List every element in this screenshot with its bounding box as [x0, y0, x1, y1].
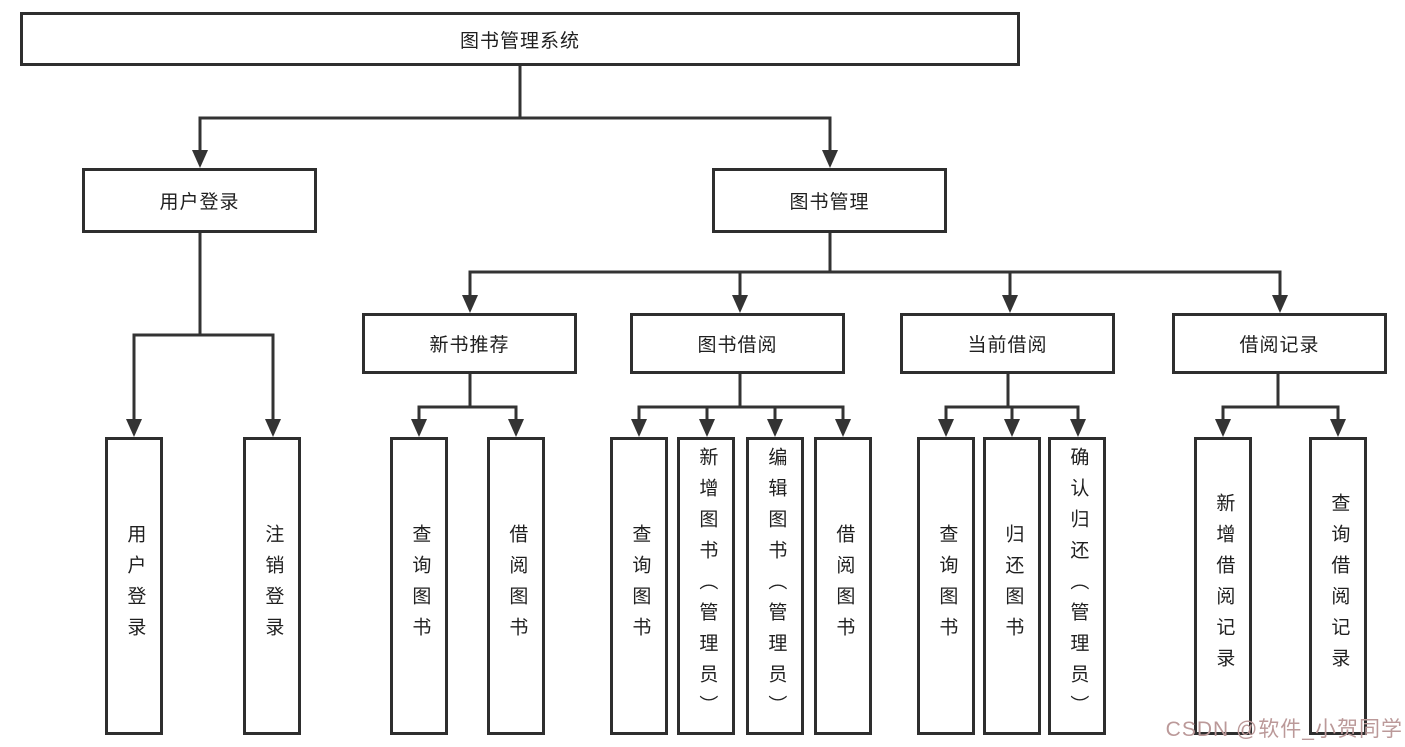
leaf-query-books-borrow: 查询图书: [610, 437, 668, 735]
node-current-borrow: 当前借阅: [900, 313, 1115, 374]
node-label: 当前借阅: [967, 335, 1048, 356]
connector-user-login-to-leaves: [126, 233, 281, 437]
node-new-book-recommend: 新书推荐: [362, 313, 577, 374]
node-label: 图书借阅: [697, 335, 778, 356]
node-label: 借阅图书: [506, 524, 528, 648]
leaf-borrow-books-recommend: 借阅图书: [487, 437, 545, 735]
node-book-management: 图书管理: [712, 168, 947, 233]
node-label: 新增借阅记录: [1213, 493, 1235, 679]
connector-borrow-records-to-leaves: [1215, 374, 1346, 437]
node-label: 查询图书: [409, 524, 431, 648]
leaf-edit-books-admin: 编辑图书（管理员）: [746, 437, 804, 735]
node-label: 确认归还（管理员）: [1067, 446, 1089, 726]
leaf-logout: 注销登录: [243, 437, 301, 735]
leaf-query-books-recommend: 查询图书: [390, 437, 448, 735]
node-borrow-records: 借阅记录: [1172, 313, 1387, 374]
node-root-system: 图书管理系统: [20, 12, 1020, 66]
connector-root-to-level2: [192, 66, 838, 168]
node-label: 查询图书: [936, 524, 958, 648]
node-label: 新书推荐: [429, 335, 510, 356]
leaf-query-borrow-record: 查询借阅记录: [1309, 437, 1367, 735]
node-user-login: 用户登录: [82, 168, 317, 233]
node-label: 图书管理系统: [459, 30, 580, 52]
leaf-query-books-current: 查询图书: [917, 437, 975, 735]
node-label: 借阅图书: [833, 524, 855, 648]
csdn-watermark: CSDN @软件_小贺同学: [1165, 718, 1403, 741]
node-label: 查询借阅记录: [1328, 493, 1350, 679]
leaf-add-books-admin: 新增图书（管理员）: [677, 437, 735, 735]
connector-current-borrow-to-leaves: [938, 374, 1086, 437]
leaf-return-books: 归还图书: [983, 437, 1041, 735]
node-label: 注销登录: [262, 524, 284, 648]
node-label: 用户登录: [159, 192, 240, 213]
leaf-user-login: 用户登录: [105, 437, 163, 735]
leaf-confirm-return-admin: 确认归还（管理员）: [1048, 437, 1106, 735]
node-book-borrow: 图书借阅: [630, 313, 845, 374]
node-label: 编辑图书（管理员）: [765, 446, 787, 726]
leaf-borrow-books: 借阅图书: [814, 437, 872, 735]
node-label: 查询图书: [629, 524, 651, 648]
leaf-add-borrow-record: 新增借阅记录: [1194, 437, 1252, 735]
node-label: 用户登录: [124, 524, 146, 648]
node-label: 归还图书: [1002, 524, 1024, 648]
node-label: 借阅记录: [1239, 335, 1320, 356]
connector-book-borrow-to-leaves: [631, 374, 851, 437]
node-label: 新增图书（管理员）: [696, 446, 718, 726]
connector-book-mgmt-to-level3: [462, 233, 1288, 313]
node-label: 图书管理: [789, 192, 870, 213]
connector-new-books-to-leaves: [411, 374, 524, 437]
